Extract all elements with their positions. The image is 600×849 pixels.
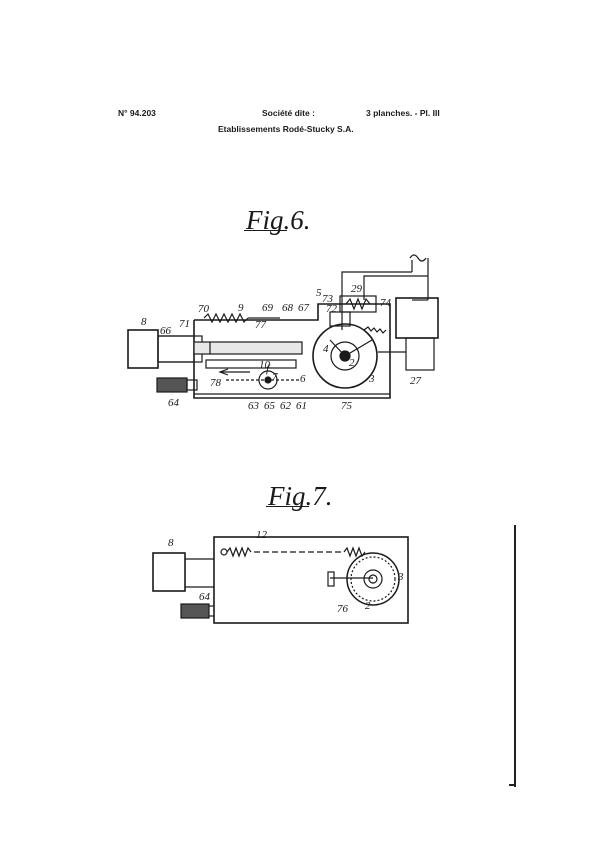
fig7-label-2: 2 [365,600,371,612]
fig7-label-64: 64 [199,591,211,603]
margin-rule [514,525,516,787]
figure-7-title: Fig.7. [266,481,333,511]
figure-6-title: Fig.6. [244,205,311,235]
company-name: Etablissements Rodé-Stucky S.A. [218,124,354,134]
fig6-label-5: 5 [316,287,322,299]
fig6-label-71: 71 [179,318,190,330]
fig6-label-67: 67 [298,302,310,314]
fig7-label-12: 12 [256,529,268,541]
fig6-label-68: 68 [282,302,294,314]
fig6-label-3: 3 [368,373,375,385]
fig6-label-69: 69 [262,302,274,314]
fig6-label-8: 8 [141,316,147,328]
fig6-label-74: 74 [380,297,392,309]
fig6-label-27: 27 [410,375,422,387]
fig6-label-78: 78 [210,377,222,389]
fig6-label-66: 66 [160,325,172,337]
fig6-label-7: 7 [272,371,278,383]
fig7-label-76: 76 [337,603,349,615]
company-prefix: Société dite : [262,108,315,118]
fig6-label-29: 29 [351,283,363,295]
fig6-label-6: 6 [300,373,306,385]
fig6-label-f: f [266,363,271,375]
fig6-label-61: 61 [296,400,307,412]
fig6-label-77: 77 [255,319,267,331]
fig6-label-64: 64 [168,397,180,409]
fig6-label-4: 4 [323,343,329,355]
fig6-label-63: 63 [248,400,260,412]
fig6-label-65: 65 [264,400,276,412]
fig6-label-62: 62 [280,400,292,412]
fig6-label-9: 9 [238,302,244,314]
sheet-count: 3 planches. - Pl. III [366,108,440,118]
patent-number: N° 94.203 [118,108,156,118]
fig6-label-75: 75 [341,400,353,412]
fig6-label-73: 73 [322,293,334,305]
fig6-label-10: 10 [259,359,271,371]
fig6-label-70: 70 [198,303,210,315]
fig7-label-8: 8 [168,537,174,549]
margin-rule-tick [509,784,516,786]
fig6-label-72: 72 [326,303,338,315]
fig6-label-2: 2 [349,357,355,369]
fig7-label-3: 3 [397,571,404,583]
